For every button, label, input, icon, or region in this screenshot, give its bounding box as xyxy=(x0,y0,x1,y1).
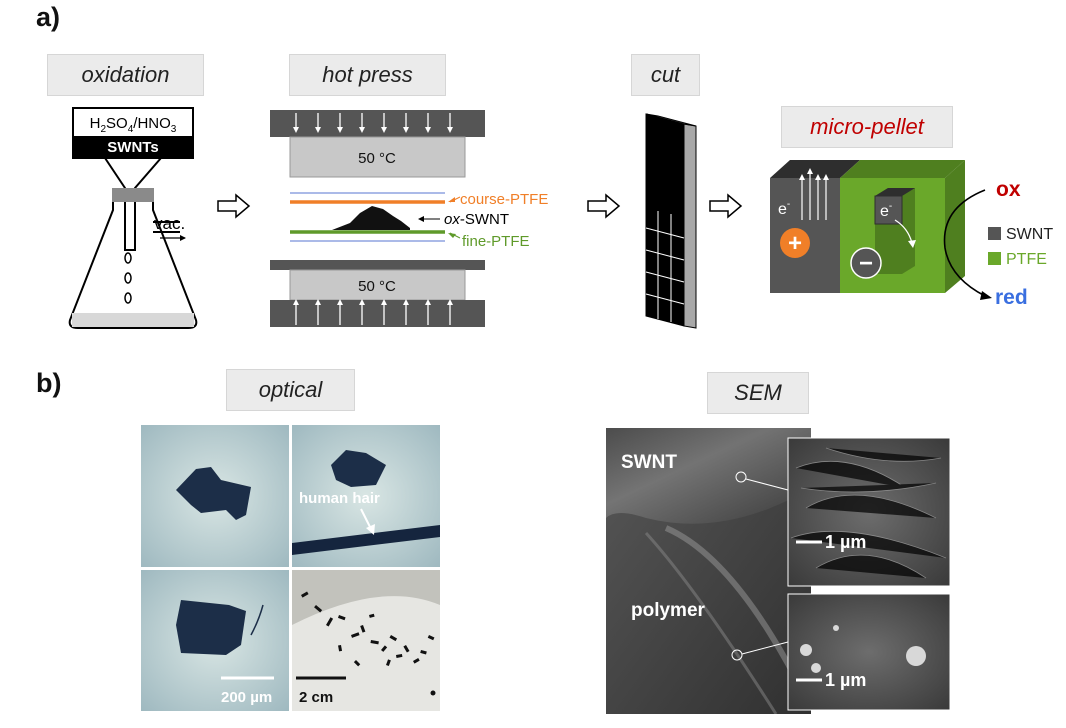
drop-2 xyxy=(124,272,132,284)
polymer-pointer xyxy=(741,641,789,655)
human-hair xyxy=(292,525,440,555)
sem-title: SEM xyxy=(707,372,809,414)
flake-1 xyxy=(176,467,251,520)
micro-pellet-diagram: e- e- + − ox red SWNT PTFE xyxy=(770,160,1053,309)
scale-2cm-label: 2 cm xyxy=(299,689,333,706)
optical-title: optical xyxy=(226,369,355,411)
vac-label: vac. xyxy=(154,214,185,233)
filtration-flask-diagram: H2SO4/HNO3 SWNTs vac. xyxy=(68,107,198,329)
electron-left: e- xyxy=(778,199,790,218)
bottom-heater-top xyxy=(270,260,485,270)
polymer-particles xyxy=(800,625,926,673)
bottom-heater xyxy=(289,269,466,301)
filtrate xyxy=(72,313,194,327)
optical-micrographs: human hair 200 µm 2 cm xyxy=(141,425,440,711)
pellet-cluster xyxy=(301,591,436,696)
drop-3 xyxy=(124,292,132,304)
scale-1um-bottom-label: 1 µm xyxy=(825,670,866,690)
nanotube-texture xyxy=(790,447,947,579)
sem-micrographs: SWNT polymer 1 µm 1 µm xyxy=(606,428,951,714)
minus-sign: − xyxy=(859,250,873,277)
human-hair-label: human hair xyxy=(299,490,380,507)
bottom-press-plate xyxy=(270,300,485,327)
electron-right: e- xyxy=(880,201,892,220)
step-hot-press-label: hot press xyxy=(289,54,446,96)
top-heater xyxy=(289,136,466,178)
course-ptfe-label: course-PTFE xyxy=(460,191,548,208)
flask-body xyxy=(68,188,198,329)
slab-front xyxy=(645,113,685,327)
legend-swnt-swatch xyxy=(988,227,1001,240)
swnt-pointer xyxy=(745,478,789,491)
process-arrow-3 xyxy=(709,193,743,219)
ox-swnt-label: ox-SWNT xyxy=(444,211,509,228)
step-oxidation-label: oxidation xyxy=(47,54,204,96)
step-micro-pellet-label: micro-pellet xyxy=(781,106,953,148)
flask-stopper xyxy=(112,188,154,202)
temp-top-label: 50 °C xyxy=(358,150,396,167)
step-cut-label: cut xyxy=(631,54,700,96)
panel-b-label: b) xyxy=(36,368,62,398)
funnel-stem xyxy=(104,157,162,251)
top-force-arrows xyxy=(295,113,451,129)
legend-ptfe-swatch xyxy=(988,252,1001,265)
acid-label: H2SO4/HNO3 xyxy=(90,115,177,135)
process-arrow-1 xyxy=(217,193,251,219)
panel-a-label: a) xyxy=(36,2,61,32)
top-press-plate xyxy=(270,110,485,137)
bottom-force-arrows xyxy=(295,303,451,325)
ptfe-side-face xyxy=(945,160,965,293)
swnt-layer xyxy=(74,136,192,157)
process-arrow-2 xyxy=(587,193,621,219)
cut-slab-diagram xyxy=(645,113,697,329)
cut-grid xyxy=(645,211,685,322)
swnts-label: SWNTs xyxy=(107,139,158,156)
sem-inset-polymer xyxy=(787,593,951,711)
minus-circle xyxy=(850,247,882,279)
electron-path-arrow xyxy=(894,219,913,244)
human-hair-arrow xyxy=(360,508,372,530)
legend-swnt-label: SWNT xyxy=(1006,226,1053,243)
ox-swnt-pile xyxy=(332,206,410,230)
cutout-swnt xyxy=(874,195,903,225)
ox-label: ox xyxy=(996,178,1021,201)
ptfe-top-face xyxy=(840,160,965,178)
electron-flow-arrows xyxy=(801,172,827,220)
drop-1 xyxy=(124,252,132,264)
sem-polymer-label: polymer xyxy=(631,600,706,621)
fine-ptfe-label: fine-PTFE xyxy=(462,233,530,250)
legend-ptfe-label: PTFE xyxy=(1006,251,1047,268)
temp-bottom-label: 50 °C xyxy=(358,278,396,295)
red-label: red xyxy=(995,286,1028,309)
flake-2 xyxy=(331,450,386,487)
flake-3 xyxy=(176,600,246,655)
scale-200um-label: 200 µm xyxy=(221,689,272,706)
slab-side xyxy=(683,123,697,329)
swnt-top-face xyxy=(770,160,860,178)
scale-1um-top-label: 1 µm xyxy=(825,532,866,552)
slab-top xyxy=(645,113,697,127)
ox-red-curve xyxy=(943,189,986,297)
vacuum-port xyxy=(153,221,180,233)
plus-sign: + xyxy=(788,230,802,257)
plus-circle xyxy=(780,228,810,258)
sem-swnt-label: SWNT xyxy=(621,452,677,473)
hot-press-diagram: 50 °C course-PTFE ox-SWNT fine-PTFE 50 °… xyxy=(270,110,548,327)
